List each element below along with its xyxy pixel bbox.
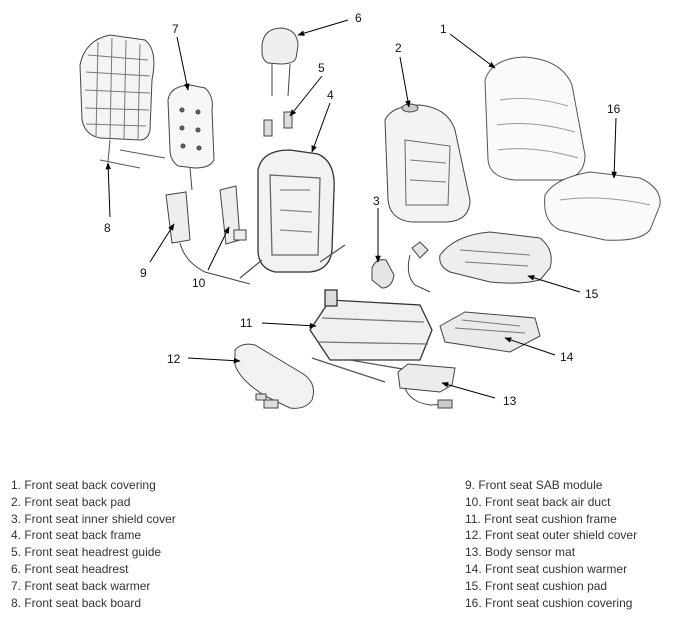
callout-7: 7 — [172, 22, 179, 36]
callout-1: 1 — [440, 22, 447, 36]
seat-back-air-duct — [219, 185, 247, 245]
legend-right-column: 9. Front seat SAB module 10. Front seat … — [465, 477, 637, 611]
legend-item: 6. Front seat headrest — [11, 561, 129, 576]
leader-8 — [105, 162, 112, 218]
legend-item: 15. Front seat cushion pad — [465, 578, 608, 593]
cushion-pad — [439, 231, 552, 284]
callout-12: 12 — [167, 352, 181, 366]
legend-item: 7. Front seat back warmer — [11, 578, 151, 593]
body-sensor-mat — [397, 363, 456, 409]
callout-13: 13 — [503, 394, 517, 408]
callout-2: 2 — [395, 41, 402, 55]
callout-14: 14 — [560, 350, 574, 364]
legend-item: 10. Front seat back air duct — [465, 494, 611, 509]
exploded-seat-diagram: 1 2 3 4 5 6 7 8 9 10 11 12 13 14 15 16 — [79, 11, 661, 409]
leader-14 — [504, 337, 556, 356]
leader-4 — [311, 102, 331, 153]
leader-10 — [207, 226, 230, 271]
legend-item: 4. Front seat back frame — [11, 528, 142, 543]
headrest — [261, 27, 299, 97]
callout-6: 6 — [355, 11, 362, 25]
callout-16: 16 — [607, 102, 621, 116]
callout-10: 10 — [192, 276, 206, 290]
leader-lines — [105, 19, 618, 399]
callout-15: 15 — [585, 287, 599, 301]
legend-item: 2. Front seat back pad — [11, 494, 131, 509]
leader-12 — [187, 357, 241, 364]
seat-back-warmer — [167, 84, 215, 191]
legend-item: 16. Front seat cushion covering — [465, 595, 633, 610]
inner-shield-cover — [371, 241, 431, 293]
leader-16 — [611, 117, 618, 179]
legend-item: 9. Front seat SAB module — [465, 478, 603, 492]
seat-back-board — [79, 34, 166, 169]
cushion-covering — [544, 171, 661, 241]
leader-1 — [449, 33, 496, 69]
leader-15 — [527, 275, 581, 293]
legend-item: 5. Front seat headrest guide — [11, 545, 162, 560]
leader-6 — [297, 19, 349, 36]
leader-7 — [176, 36, 190, 91]
leader-9 — [149, 223, 175, 263]
legend-item: 1. Front seat back covering — [11, 478, 156, 492]
legend-left-column: 1. Front seat back covering 2. Front sea… — [11, 477, 176, 611]
callout-8: 8 — [104, 221, 111, 235]
leader-2 — [399, 56, 411, 108]
cushion-frame — [309, 289, 433, 383]
callout-4: 4 — [327, 88, 334, 102]
headrest-guide — [263, 111, 293, 137]
leader-13 — [441, 382, 496, 399]
legend-item: 12. Front seat outer shield cover — [465, 528, 638, 543]
callout-11: 11 — [240, 316, 253, 330]
callout-5: 5 — [318, 61, 325, 75]
legend-item: 8. Front seat back board — [11, 595, 142, 610]
seat-back-covering — [484, 56, 586, 181]
leader-5 — [289, 75, 323, 117]
legend-item: 13. Body sensor mat — [465, 545, 576, 560]
leader-11 — [261, 322, 317, 329]
callout-numbers: 1 2 3 4 5 6 7 8 9 10 11 12 13 14 15 16 — [104, 11, 621, 408]
cushion-warmer — [439, 311, 541, 353]
legend-item: 3. Front seat inner shield cover — [11, 511, 176, 526]
legend-item: 11. Front seat cushion frame — [465, 511, 617, 526]
callout-9: 9 — [140, 266, 147, 280]
outer-shield-cover — [234, 343, 314, 409]
legend-item: 14. Front seat cushion warmer — [465, 561, 628, 576]
seat-back-pad — [384, 103, 471, 223]
callout-3: 3 — [373, 194, 380, 208]
seat-back-frame — [239, 149, 346, 279]
